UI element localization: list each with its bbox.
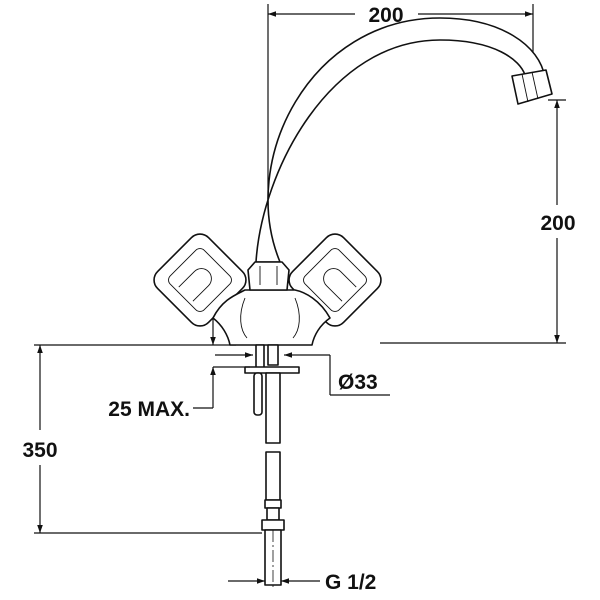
- dimension-hole-diameter: Ø33: [215, 352, 390, 396]
- spout-reach-label: 200: [368, 4, 403, 27]
- spout: [255, 17, 553, 263]
- spout-height-label: 200: [540, 212, 575, 235]
- dimension-connection-thread: G 1/2: [228, 571, 376, 594]
- hole-diameter-label: Ø33: [338, 371, 378, 394]
- deck-thickness-label: 25 MAX.: [108, 398, 190, 421]
- dimension-spout-reach: 200: [268, 4, 533, 27]
- dimension-hose-length: 350: [22, 345, 58, 533]
- dimension-spout-height: 200: [540, 100, 576, 343]
- shank-and-hoses: [244, 344, 300, 586]
- connection-thread-label: G 1/2: [325, 571, 376, 594]
- dimension-deck-thickness: 25 MAX.: [108, 318, 250, 421]
- faucet-body: [212, 261, 331, 346]
- hose-length-label: 350: [22, 439, 57, 462]
